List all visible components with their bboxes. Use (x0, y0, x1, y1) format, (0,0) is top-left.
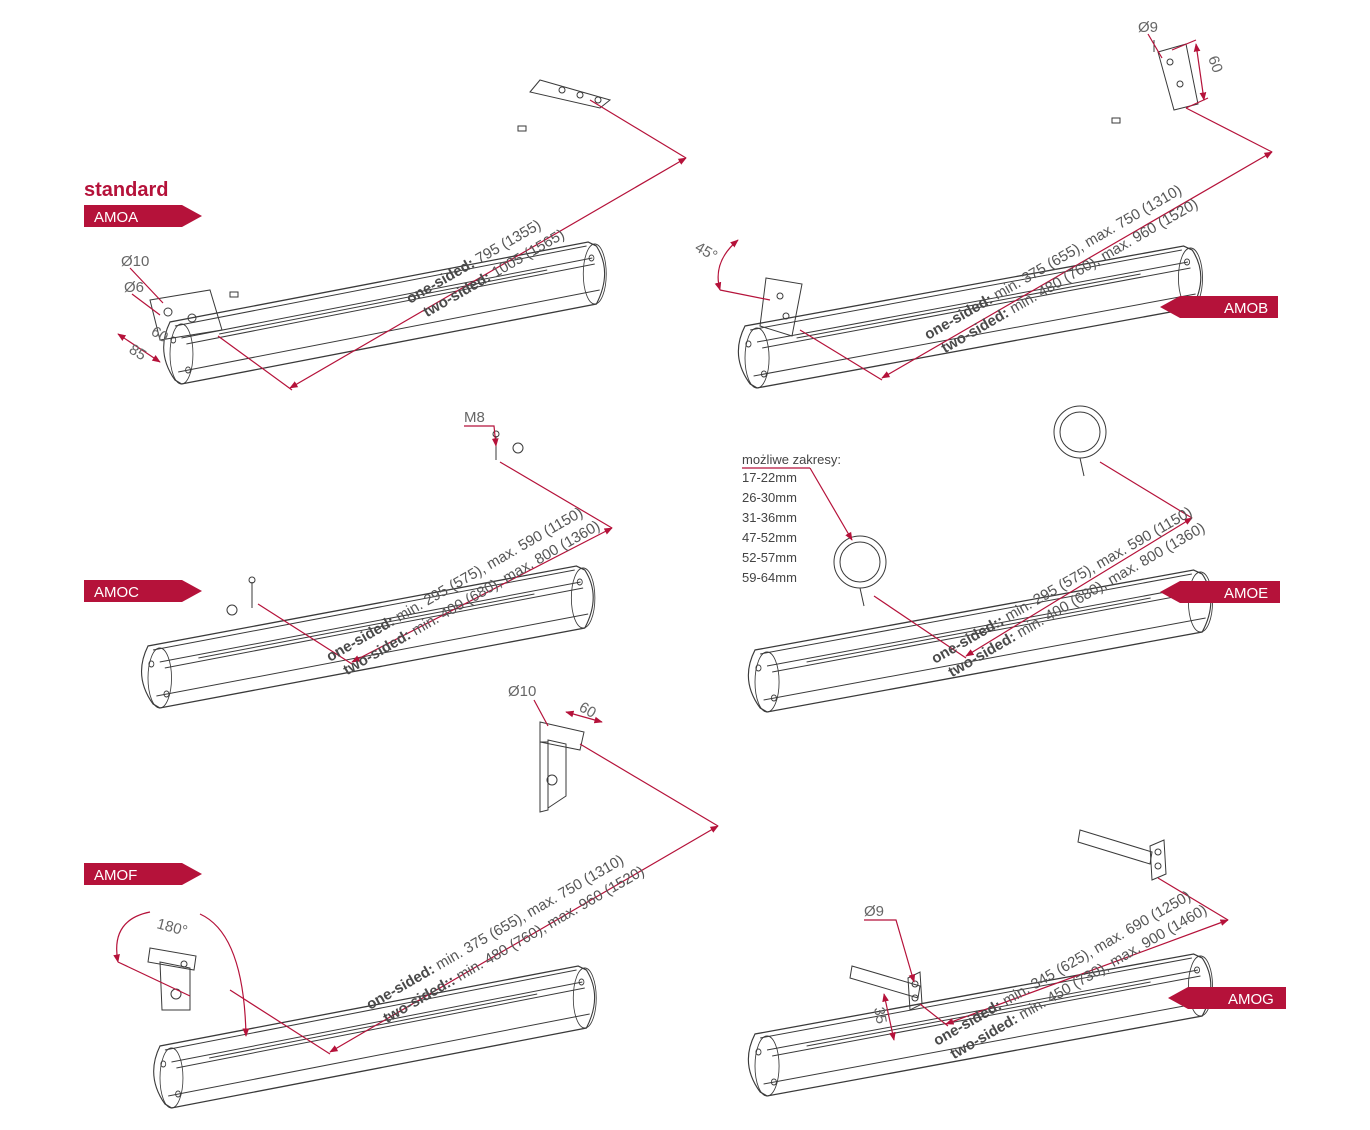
range-item: 59-64mm (742, 570, 797, 585)
dia-hole-amob: Ø9 (1138, 19, 1158, 36)
tag-amob: AMOB (1160, 296, 1278, 318)
range-item: 31-36mm (742, 510, 797, 525)
tag-amoa: AMOA (84, 205, 202, 227)
tag-amoe: AMOE (1160, 581, 1280, 603)
heater-amob (737, 40, 1204, 389)
heater-amof (147, 721, 597, 1109)
dim-spacing-amof: 60 (576, 699, 599, 722)
tag-amog-label: AMOG (1228, 991, 1274, 1008)
dia-hole-amog: Ø9 (864, 903, 884, 920)
ranges-amoe: możliwe zakresy: 17-22mm 26-30mm 31-36mm… (742, 452, 853, 585)
amof-one-value: min. 375 (655), max. 750 (1310) (429, 852, 627, 976)
dimension-amoc-length (257, 461, 613, 665)
dia-small-amoa: Ø6 (124, 279, 144, 296)
dim-spacing-amoa: 60 (148, 323, 171, 346)
heater-amoa (149, 79, 612, 385)
dia-hole-amoa: Ø10 (121, 253, 149, 270)
range-item: 17-22mm (742, 470, 797, 485)
panel-amog: Ø9 35 one-sided: min. 345 (625), max. 69… (747, 829, 1286, 1097)
ranges-title: możliwe zakresy: (742, 452, 841, 467)
heater-amoe (747, 405, 1214, 713)
range-item: 52-57mm (742, 550, 797, 565)
panel-amoa: standard AMOA Ø10 Ø6 85 60 (84, 79, 687, 391)
thread-amoc: M8 (464, 409, 485, 426)
dimension-amob-length (799, 107, 1273, 381)
amof-two-value: min. 480 (760), max. 960 (1520) (450, 863, 648, 987)
tag-amoe-label: AMOE (1224, 585, 1268, 602)
range-item: 26-30mm (742, 490, 797, 505)
dim-height-amog: 35 (870, 1006, 890, 1025)
tag-amof: AMOF (84, 863, 202, 885)
panel-amoc: AMOC M8 one-sided: min. 295 (575), max. … (84, 409, 613, 709)
dimension-amoe-length (873, 461, 1193, 659)
tag-amof-label: AMOF (94, 867, 137, 884)
range-item: 47-52mm (742, 530, 797, 545)
dimension-amoa-length (217, 99, 687, 391)
dimension-amog-length (919, 877, 1229, 1027)
panel-amoe: możliwe zakresy: 17-22mm 26-30mm 31-36mm… (742, 405, 1280, 713)
heater-amog (747, 829, 1214, 1097)
tag-amoc: AMOC (84, 580, 202, 602)
tag-amob-label: AMOB (1224, 300, 1268, 317)
dimension-amof-length (229, 743, 719, 1055)
angle-amob: 45° (692, 239, 720, 265)
dim-width-amoa: 85 (126, 341, 149, 364)
tag-amog: AMOG (1168, 987, 1286, 1009)
dia-hole-amof: Ø10 (508, 683, 536, 700)
heading-standard: standard (84, 179, 168, 201)
panel-amob: Ø9 60 45° one-sided: min. 375 (655), max… (692, 19, 1278, 389)
dim-spacing-amob: 60 (1204, 54, 1226, 75)
tag-amoa-label: AMOA (94, 209, 138, 226)
panel-amof: AMOF Ø10 60 180° one-sided: min. 375 (65… (84, 683, 719, 1109)
tag-amoc-label: AMOC (94, 584, 139, 601)
angle-amof: 180° (155, 915, 189, 939)
